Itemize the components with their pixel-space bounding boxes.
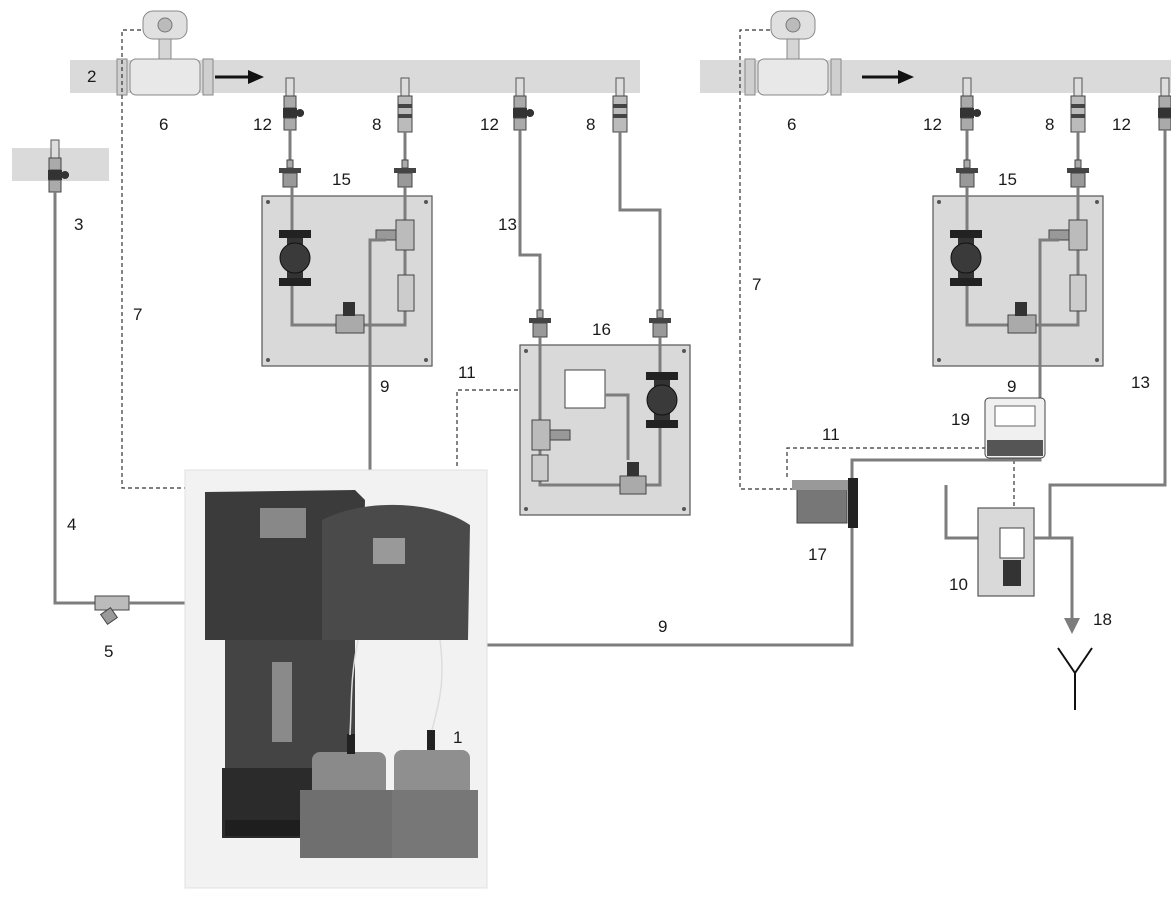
coupling-icon xyxy=(393,159,417,188)
label-12: 12 xyxy=(480,115,499,134)
label-6: 6 xyxy=(787,115,796,134)
label-3: 3 xyxy=(74,215,83,234)
flow-arrow-right xyxy=(862,70,914,84)
label-16: 16 xyxy=(592,320,611,339)
analyzer-17 xyxy=(792,478,858,528)
signal-line-11-right xyxy=(786,447,1000,480)
flow-arrow-left xyxy=(215,70,264,84)
label-15: 15 xyxy=(332,170,351,189)
label-8: 8 xyxy=(1045,115,1054,134)
coupling-icon xyxy=(955,159,979,188)
label-10: 10 xyxy=(949,575,968,594)
flow-meter-icon xyxy=(744,10,842,96)
label-13: 13 xyxy=(498,215,517,234)
label-12: 12 xyxy=(923,115,942,134)
coupling-icon xyxy=(648,309,672,338)
label-1: 1 xyxy=(453,728,462,747)
label-7: 7 xyxy=(752,275,761,294)
label-15: 15 xyxy=(998,170,1017,189)
label-12: 12 xyxy=(1112,115,1131,134)
signal-line-11-left xyxy=(456,389,560,468)
label-12: 12 xyxy=(253,115,272,134)
coupling-icon xyxy=(278,159,302,188)
feed-line-4 xyxy=(53,192,95,605)
label-4: 4 xyxy=(67,515,76,534)
label-19: 19 xyxy=(951,410,970,429)
drain-line xyxy=(1034,536,1074,620)
label-2: 2 xyxy=(87,67,96,86)
signal-line-7-right xyxy=(739,29,795,490)
label-17: 17 xyxy=(808,545,827,564)
treatment-unit-1 xyxy=(205,490,478,858)
label-11: 11 xyxy=(458,363,476,382)
label-9: 9 xyxy=(1007,377,1016,396)
label-13: 13 xyxy=(1131,373,1150,392)
sample-line-9-left xyxy=(368,238,386,480)
label-9: 9 xyxy=(380,377,389,396)
flow-meter-icon xyxy=(116,10,214,96)
label-9: 9 xyxy=(658,617,667,636)
controller-19 xyxy=(984,397,1046,459)
label-5: 5 xyxy=(104,642,113,661)
drain-icon xyxy=(1057,647,1093,710)
strainer-icon xyxy=(94,595,130,626)
coupling-icon xyxy=(1066,159,1090,188)
sample-line-9-bottom xyxy=(487,528,854,647)
sample-line-13-left xyxy=(518,130,542,310)
label-11: 11 xyxy=(822,425,840,444)
label-8: 8 xyxy=(586,115,595,134)
analyzer-module xyxy=(564,369,606,409)
label-18: 18 xyxy=(1093,610,1112,629)
coupling-icon xyxy=(528,309,552,338)
label-7: 7 xyxy=(133,305,142,324)
sample-line-9-right xyxy=(850,238,1059,500)
label-6: 6 xyxy=(159,115,168,134)
label-8: 8 xyxy=(372,115,381,134)
signal-line-7-left xyxy=(121,29,195,489)
